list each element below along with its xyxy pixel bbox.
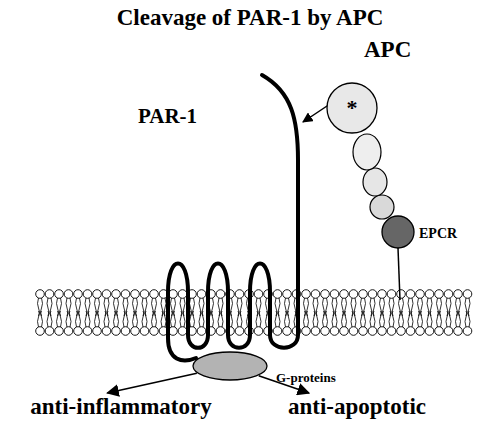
active-site-mark: * <box>347 97 358 119</box>
apc-domain <box>353 134 381 170</box>
epcr-receptor: EPCR <box>381 215 471 251</box>
g-protein: G-proteins <box>192 351 352 385</box>
cleavage-arrow <box>303 104 330 122</box>
effect-label: anti-apoptotic <box>288 395 428 418</box>
effect-text: anti-inflammatory <box>30 395 211 418</box>
diagram-title: Cleavage of PAR-1 by APC <box>117 6 384 29</box>
part-label: PAR-1 <box>138 106 197 127</box>
effect-label: anti-inflammatory <box>30 395 213 418</box>
apc-protein: APC * <box>324 38 419 136</box>
protein-label: G-proteins <box>276 371 336 384</box>
effect-text: anti-apoptotic <box>288 395 426 418</box>
effect-arrow <box>107 373 196 393</box>
protein-label: APC <box>364 38 411 61</box>
protein-ellipse <box>192 351 268 381</box>
apc-domain <box>363 168 387 196</box>
protein-circle <box>381 215 415 249</box>
epcr-anchor <box>398 248 400 300</box>
apc-domain <box>370 195 394 219</box>
lipid-bilayer <box>36 290 472 336</box>
protein-label: EPCR <box>419 227 457 241</box>
